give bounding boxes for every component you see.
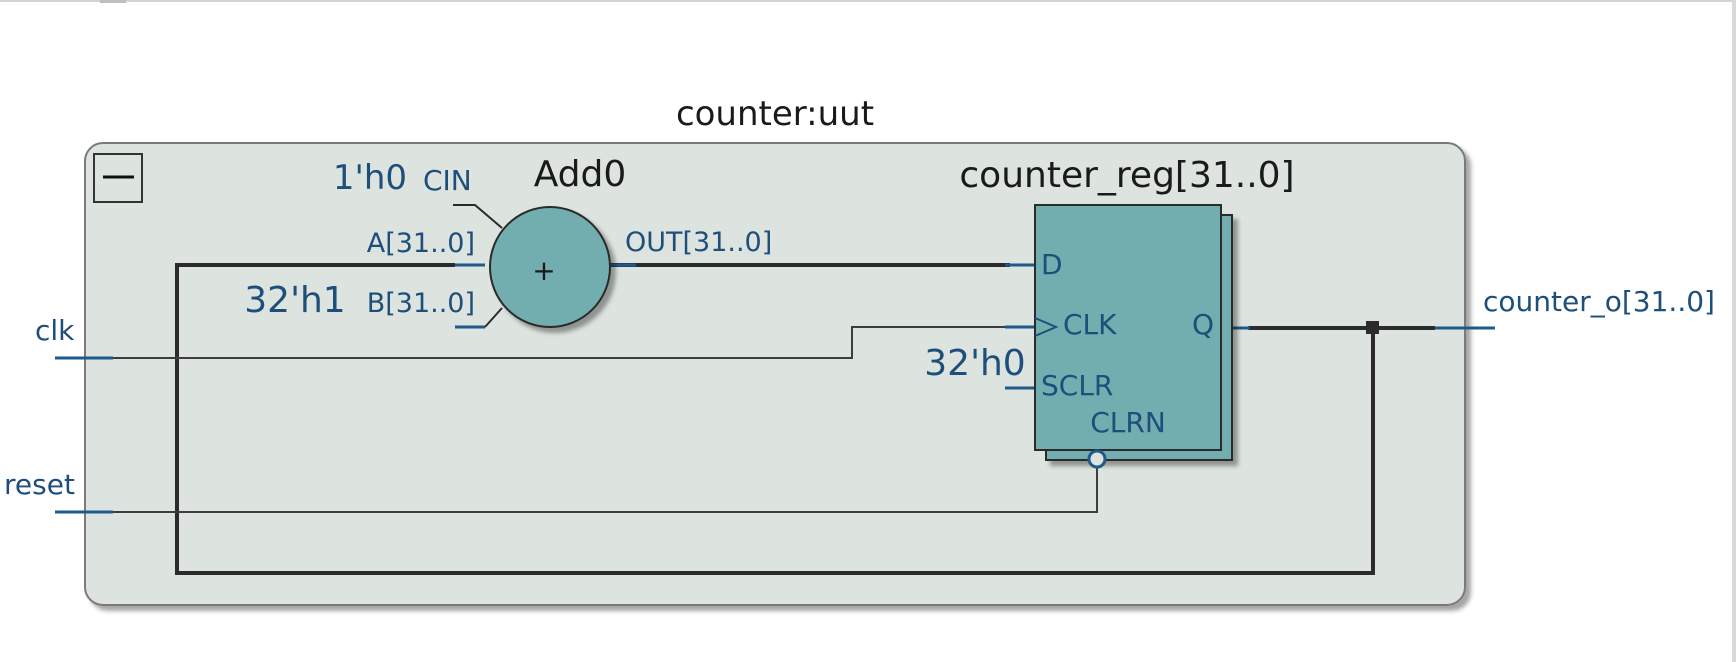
adder-name: Add0 <box>534 154 627 195</box>
register-sclr-constant: 32'h0 <box>924 343 1025 384</box>
clock-edge-icon <box>1034 317 1059 337</box>
bus-junction <box>1366 321 1379 334</box>
adder-cin-constant: 1'h0 <box>333 158 407 198</box>
b-stub <box>484 307 503 328</box>
window-top-border <box>0 0 1736 2</box>
clk-wire <box>110 326 1005 359</box>
plus-icon: + <box>532 254 555 287</box>
adder-port-b: B[31..0] <box>367 288 475 319</box>
cin-stub <box>453 204 503 229</box>
adder-b-constant: 32'h1 <box>244 280 345 321</box>
clrn-inversion-bubble <box>1087 449 1107 469</box>
register-name: counter_reg[31..0] <box>959 155 1294 196</box>
instance-panel[interactable] <box>84 142 1466 606</box>
output-pin-counter-o[interactable]: counter_o[31..0] <box>1483 285 1715 318</box>
register-block[interactable] <box>1034 204 1233 461</box>
adder-block[interactable]: + <box>489 206 611 328</box>
register-port-sclr: SCLR <box>1041 369 1113 402</box>
register-port-clrn: CLRN <box>1090 406 1166 439</box>
feedback-bus <box>175 263 1375 575</box>
reset-wire <box>110 468 1098 513</box>
input-pin-reset[interactable]: reset <box>4 468 75 501</box>
register-port-d: D <box>1041 248 1063 281</box>
instance-title: counter:uut <box>676 94 874 134</box>
adder-port-a: A[31..0] <box>367 228 475 259</box>
register-port-q: Q <box>1192 308 1214 341</box>
adder-port-cin: CIN <box>423 164 472 197</box>
window-tab-stub <box>100 0 126 3</box>
adder-port-out: OUT[31..0] <box>625 227 772 258</box>
vertical-scrollbar[interactable] <box>1732 0 1736 662</box>
input-pin-clk[interactable]: clk <box>35 314 75 347</box>
collapse-button[interactable] <box>93 153 143 203</box>
register-port-clk: CLK <box>1063 308 1117 341</box>
